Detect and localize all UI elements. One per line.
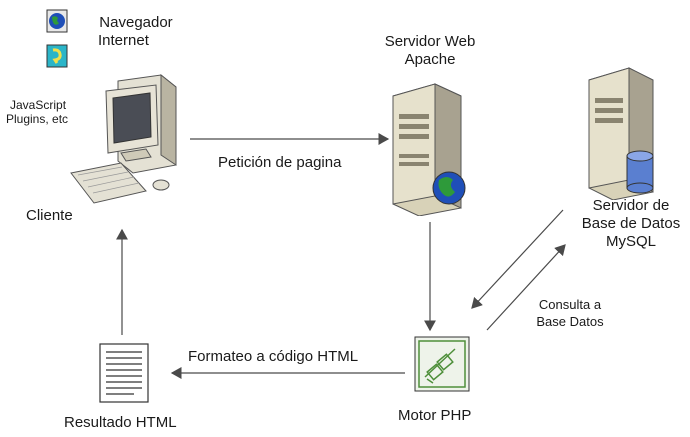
edge-label-html-format: Formateo a código HTML xyxy=(188,348,359,365)
edge-db-to-php xyxy=(471,209,564,309)
web-server-label-line2: Apache xyxy=(404,51,456,68)
db-server-label-line1: Servidor de xyxy=(592,197,670,214)
browser-label-line1: Navegador xyxy=(99,14,173,31)
plugin-icon xyxy=(46,44,68,68)
client-label: Cliente xyxy=(26,207,73,224)
browser-label: Navegador Internet xyxy=(86,14,186,50)
web-server-label-line1: Servidor Web xyxy=(384,33,476,50)
browser-label-line2: Internet xyxy=(98,32,149,49)
result-label: Resultado HTML xyxy=(64,414,177,431)
edge-label-db-query: Consulta a Base Datos xyxy=(520,296,620,330)
db-server-label-line2: Base de Datos xyxy=(581,215,681,232)
db-server-label: Servidor de Base de Datos MySQL xyxy=(566,197,690,251)
edge-label-page-request: Petición de pagina xyxy=(218,154,342,171)
php-engine-icon xyxy=(414,336,470,392)
globe-icon xyxy=(46,9,68,33)
plugins-label-line1: JavaScript xyxy=(10,98,67,112)
document-icon xyxy=(99,343,149,403)
edge-label-db-query-line2: Base Datos xyxy=(536,314,604,329)
edge-php-to-db xyxy=(486,244,566,331)
web-server-label: Servidor Web Apache xyxy=(370,33,490,69)
edge-label-db-query-line1: Consulta a xyxy=(538,297,602,312)
computer-icon xyxy=(70,73,177,204)
database-icon xyxy=(588,67,654,200)
plugins-label: JavaScript Plugins, etc xyxy=(6,98,68,126)
plugins-label-line2: Plugins, etc xyxy=(6,112,69,126)
server-icon xyxy=(392,83,466,216)
db-server-label-line3: MySQL xyxy=(605,233,656,250)
php-engine-label: Motor PHP xyxy=(398,407,472,424)
